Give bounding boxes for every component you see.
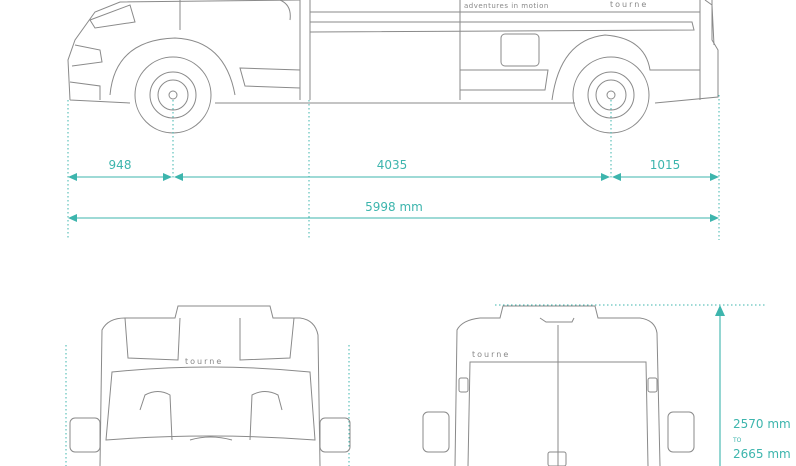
logo-rear: tourne	[472, 350, 510, 359]
height-min-label: 2570 mm	[733, 417, 791, 431]
rear-overhang-label: 1015	[650, 158, 681, 172]
wheelbase-label: 4035	[377, 158, 408, 172]
van-side-view: tourne adventures in motion	[67, 0, 719, 134]
height-max-label: 2665 mm	[733, 447, 791, 461]
tagline-side: adventures in motion	[464, 2, 549, 10]
logo-front: tourne	[185, 357, 223, 366]
front-wheel	[134, 56, 212, 134]
van-front-view: tourne	[65, 305, 351, 466]
total-length-label: 5998 mm	[365, 200, 423, 214]
length-dimensions: 948 4035 1015 5998 mm	[67, 95, 720, 240]
van-rear-view: tourne 2570 mm TO 2665 mm	[422, 304, 791, 466]
front-overhang-label: 948	[109, 158, 132, 172]
rear-wheel	[572, 56, 650, 134]
height-to-label: TO	[732, 437, 742, 444]
logo-side: tourne	[610, 0, 648, 9]
